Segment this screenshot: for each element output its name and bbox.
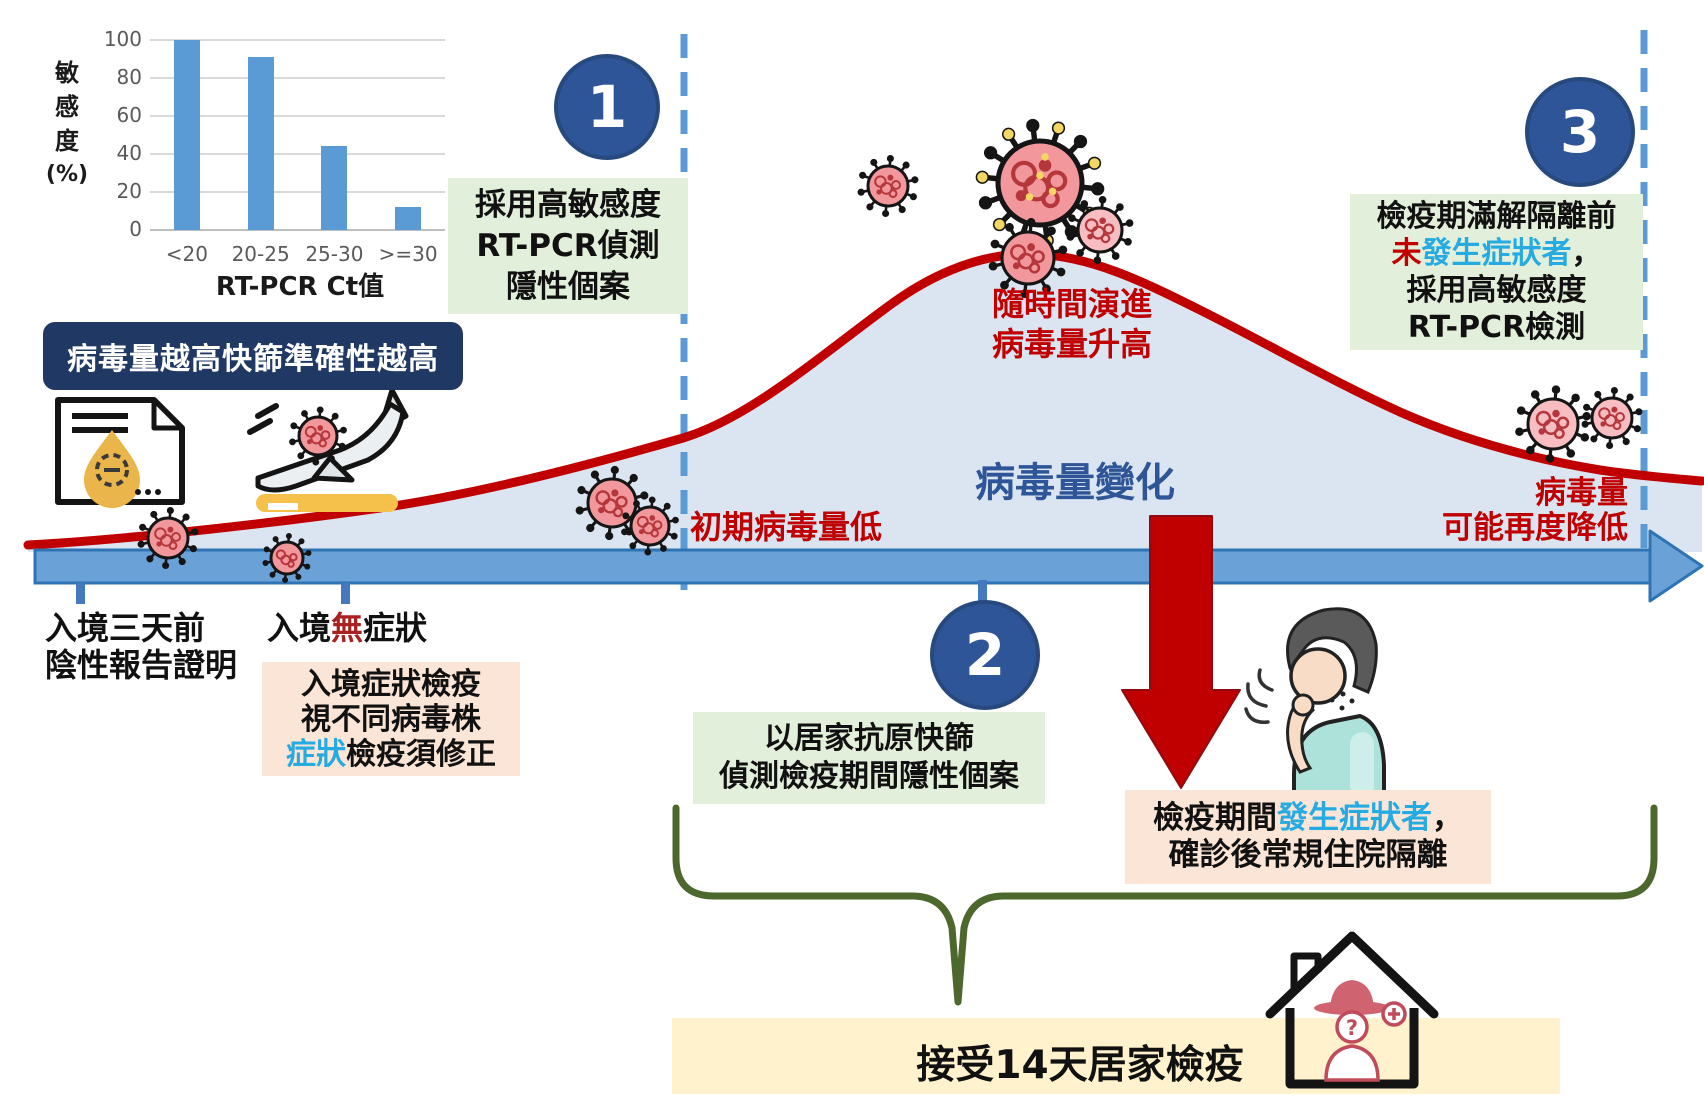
- virus-icon: [1515, 385, 1591, 463]
- y-label-char: 感: [55, 93, 79, 121]
- bar: [173, 40, 200, 230]
- note-line: 以居家抗原快篩: [764, 721, 974, 756]
- note-line: 偵測檢疫期間隱性個案: [719, 759, 1019, 794]
- y-tick-label: 20: [116, 179, 142, 203]
- pre-entry-test-label: 入境三天前 陰性報告證明: [45, 609, 238, 684]
- y-label-char: 度: [55, 127, 79, 155]
- gridline: [150, 39, 445, 41]
- banner-rapid-test-accuracy: 病毒量越高快篩準確性越高: [43, 322, 463, 390]
- airplane-landing-icon: [247, 387, 409, 512]
- step-number: 3: [1559, 98, 1601, 166]
- gridline: [150, 191, 445, 193]
- negative-test-report-icon: [55, 397, 185, 508]
- virus-icon: [137, 506, 199, 570]
- y-tick-label: 100: [103, 27, 142, 51]
- y-tick-label: 80: [116, 65, 142, 89]
- rising-viral-load-label: 隨時間演進 病毒量升高: [991, 285, 1152, 363]
- gridline: [150, 115, 445, 117]
- symptomatic-hospitalization-box: 檢疫期間發生症狀者， 確診後常規住院隔離: [1125, 790, 1491, 884]
- entry-symptom-caution-box: 入境症狀檢疫 視不同病毒株 症狀檢疫須修正: [262, 662, 520, 776]
- gridline: [150, 153, 445, 155]
- virus-icon: [262, 533, 312, 583]
- virus-icon: [1581, 386, 1643, 450]
- chart-y-axis-label: 敏 感 度 (%): [44, 56, 90, 192]
- entry-no-symptom-label: 入境無症狀: [267, 609, 428, 647]
- highlight-cyan: 發生症狀者: [1421, 236, 1572, 271]
- y-label-char: 敏: [55, 59, 79, 87]
- note-line: 採用高敏感度: [1406, 273, 1587, 308]
- chart-x-axis-label: RT-PCR Ct值: [215, 272, 385, 302]
- note-line: 症狀檢疫須修正: [286, 736, 496, 772]
- y-tick-label: 0: [129, 217, 142, 241]
- step-2-circle: 2: [930, 600, 1040, 710]
- note-line: 視不同病毒株: [301, 701, 481, 737]
- viral-load-curve-title: 病毒量變化: [975, 460, 1175, 506]
- step-3-circle: 3: [1525, 77, 1635, 187]
- note-line: 採用高敏感度: [475, 186, 661, 223]
- highlight-red: 未: [1391, 236, 1422, 271]
- virus-icon: [575, 465, 649, 541]
- note-line: 隱性個案: [506, 268, 630, 305]
- gridline: [150, 77, 445, 79]
- note-line: 入境症狀檢疫: [301, 666, 481, 702]
- step-number: 1: [586, 73, 628, 141]
- early-viral-load-label: 初期病毒量低: [690, 508, 883, 546]
- highlight-cyan: 症狀: [286, 736, 346, 772]
- virus-icon: [975, 118, 1105, 248]
- bar: [395, 207, 422, 230]
- timeline-arrowhead: [1648, 529, 1704, 603]
- x-tick-label: >=30: [378, 242, 438, 266]
- step-1-circle: 1: [554, 54, 660, 160]
- note-line: 未發生症狀者，: [1391, 236, 1602, 271]
- bar: [321, 146, 348, 230]
- note-line: 檢疫期滿解隔離前: [1376, 199, 1617, 234]
- note-line: RT-PCR偵測: [476, 227, 660, 264]
- step-2-note-box: 以居家抗原快篩 偵測檢疫期間隱性個案: [693, 712, 1045, 804]
- step-1-note-box: 採用高敏感度 RT-PCR偵測 隱性個案: [448, 178, 688, 314]
- timeline-tick: [341, 583, 350, 604]
- y-tick-label: 40: [116, 141, 142, 165]
- step-number: 2: [964, 621, 1006, 689]
- note-line: 檢疫期間發生症狀者，: [1153, 800, 1463, 836]
- timeline-band: [33, 548, 1655, 585]
- virus-icon: [1066, 195, 1134, 265]
- virus-icon: [857, 154, 919, 218]
- y-tick-label: 60: [116, 103, 142, 127]
- gridline: [150, 229, 445, 231]
- virus-icon: [621, 496, 679, 556]
- late-viral-load-label: 病毒量 可能再度降低: [1442, 475, 1628, 546]
- y-label-char: (%): [45, 162, 89, 187]
- highlight-cyan: 發生症狀者: [1277, 800, 1432, 836]
- red-down-arrow-icon: [1121, 515, 1241, 789]
- highlight-red: 無: [331, 609, 364, 647]
- note-line: RT-PCR檢測: [1407, 310, 1586, 345]
- note-line: 確診後常規住院隔離: [1168, 837, 1448, 873]
- virus-icon: [289, 406, 347, 466]
- bar: [247, 57, 274, 230]
- step-3-note-box: 檢疫期滿解隔離前 未發生症狀者， 採用高敏感度 RT-PCR檢測: [1350, 194, 1643, 350]
- banner-text: 病毒量越高快篩準確性越高: [67, 342, 439, 377]
- timeline-tick: [76, 583, 85, 604]
- home-quarantine-summary-text: 接受14天居家檢疫: [916, 1043, 1244, 1088]
